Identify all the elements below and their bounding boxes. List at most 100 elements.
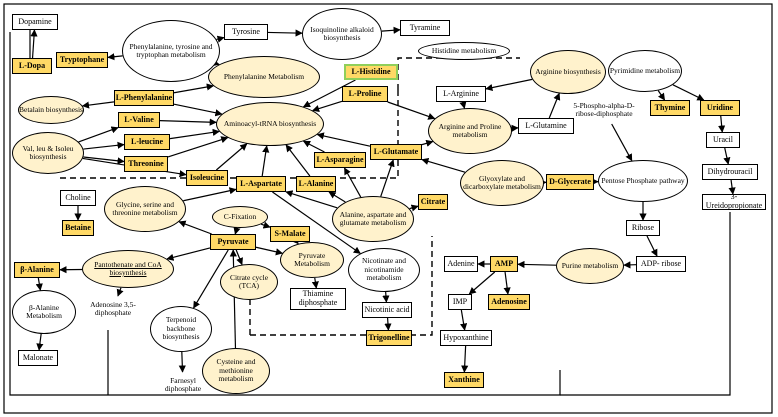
edge-cysteine_met-to-pyruvate bbox=[229, 249, 237, 349]
node-betalain-biosynthesis: Betalain biosynthesis bbox=[18, 96, 84, 124]
node-nicotinic-acid: Nicotinic acid bbox=[362, 302, 412, 318]
node-isoquinoline-biosynthesis: Isoquinoline alkaloid biosynthesis bbox=[302, 8, 382, 60]
node-isoleucine: Isoleucine bbox=[186, 170, 228, 186]
dashed-link-threonine-row bbox=[60, 90, 399, 179]
node-l-arginine: L-Arginine bbox=[436, 86, 486, 102]
edge-pantothenate-to-adenosine_diphosphate bbox=[116, 287, 124, 297]
edge-l_proline-to-aminoacyl bbox=[311, 100, 343, 113]
node-uridine: Uridine bbox=[700, 100, 740, 116]
node-betaine: Betaine bbox=[62, 220, 94, 236]
node-b-alanine-metabolism: β-Alanine Metabolism bbox=[12, 290, 76, 334]
node-l-leucine: L-leucine bbox=[124, 134, 170, 150]
node-l-histidine: L-Histidine bbox=[344, 64, 398, 80]
edge-l_glutamate-to-arg_pro bbox=[421, 139, 434, 147]
edge-pyrimidine-to-uridine bbox=[672, 84, 705, 101]
edge-l_alanine-to-aminoacyl bbox=[285, 144, 311, 177]
node-arginine-biosynthesis: Arginine biosynthesis bbox=[530, 50, 606, 94]
edge-l_proline-to-arg_pro bbox=[387, 101, 436, 120]
node-ala-asp-glu-metabolism: Alanine, aspartate and glutamate metabol… bbox=[332, 196, 414, 242]
diagram-frame bbox=[3, 3, 773, 414]
edge-l_aspartate-to-aminoacyl bbox=[261, 145, 270, 177]
node-amp: AMP bbox=[490, 256, 518, 272]
node-farnesyl-diphosphate: Farnesyl diphosphate bbox=[164, 375, 202, 393]
node-ureidopropionate: 3-Ureidopropionate bbox=[702, 194, 766, 210]
node-pyruvate: Pyruvate bbox=[210, 234, 256, 250]
node-s-malate: S-Malate bbox=[270, 226, 310, 242]
edge-c_fixation-to-pyruvate bbox=[233, 226, 241, 235]
edge-ala_asp_glu-to-l_asparagine bbox=[343, 167, 362, 198]
route-ureido bbox=[560, 212, 731, 396]
edge-l_glutamine-to-arginine_bio bbox=[548, 92, 561, 119]
node-thymine: Thymine bbox=[650, 100, 690, 116]
node-thiamine-diphosphate: Thiamine diphosphate bbox=[290, 288, 346, 310]
edge-l_glutamate-to-aminoacyl bbox=[316, 132, 371, 147]
edge-ala_asp_glu-to-l_alanine bbox=[328, 191, 346, 203]
edge-val_leu-to-threonine bbox=[83, 156, 125, 165]
edge-uracil-to-dihydrouracil bbox=[723, 147, 731, 165]
node-d-glycerate: D-Glycerate bbox=[546, 174, 594, 190]
edge-pyrimidine-to-thymine bbox=[657, 90, 666, 101]
node-l-glutamine: L-Glutamine bbox=[518, 118, 574, 134]
edge-b_alanine_met-to-malonate bbox=[36, 333, 44, 351]
node-l-aspartate: L-Aspartate bbox=[236, 176, 286, 192]
edge-l_asparagine-to-aminoacyl bbox=[302, 140, 325, 153]
node-l-proline: L-Proline bbox=[342, 86, 388, 102]
node-l-alanine: L-Alanine bbox=[296, 176, 336, 192]
node-nicotinate-metabolism: Nicotinate and nicotinamide metabolism bbox=[348, 248, 420, 292]
edge-l_leucine-to-aminoacyl bbox=[169, 128, 220, 140]
node-tyrosine: Tyrosine bbox=[224, 24, 268, 40]
node-c-fixation: C-Fixation bbox=[212, 206, 268, 228]
node-xanthine: Xanthine bbox=[444, 372, 484, 388]
edge-imp-to-hypoxanthine bbox=[460, 309, 468, 331]
node-terpenoid-biosynthesis: Terpenoid backbone biosynthesis bbox=[150, 306, 212, 352]
edge-nicotinate_met-to-nicotinic_acid bbox=[382, 291, 390, 303]
node-b-alanine: β-Alanine bbox=[14, 262, 60, 278]
node-tyramine: Tyramine bbox=[400, 20, 450, 36]
edge-b_alanine-to-b_alanine_met bbox=[35, 277, 43, 291]
node-pyrimidine-metabolism: Pyrimidine metabolism bbox=[608, 50, 682, 92]
node-histidine-metabolism: Histidine metabolism bbox=[418, 42, 510, 60]
node-l-phenylalanine: L-Phenylalanine bbox=[114, 90, 174, 106]
node-pentose-phosphate-pathway: Pentose Phosphate pathway bbox=[598, 160, 688, 202]
node-tryptophane: Tryptophane bbox=[56, 52, 108, 68]
edge-arginine_bio-to-l_arginine bbox=[485, 78, 533, 92]
node-threonine: Threonine bbox=[124, 156, 168, 172]
node-gly-ser-thr-metabolism: Glycine, serine and threonine metabolism bbox=[104, 186, 186, 232]
node-dopamine: Dopamine bbox=[12, 14, 58, 30]
edge-l_phenylalanine-to-betalain bbox=[81, 101, 115, 109]
edge-l_phenylalanine-to-aminoacyl bbox=[173, 103, 223, 117]
node-l-glutamate: L-Glutamate bbox=[370, 144, 422, 160]
node-dihydrouracil: Dihydrouracil bbox=[702, 164, 758, 180]
edge-phospho_ribose-to-pentose bbox=[611, 123, 633, 162]
edge-l_dopa-to-dopamine bbox=[30, 29, 38, 59]
edge-l_histidine-to-aminoacyl bbox=[302, 79, 356, 108]
node-phe-tyr-trp-metabolism: Phenylalanine, tyrosine and tryptophan m… bbox=[122, 20, 220, 82]
node-purine-metabolism: Purine metabolism bbox=[556, 248, 624, 284]
edge-hypoxanthine-to-xanthine bbox=[461, 345, 469, 373]
node-choline: Choline bbox=[60, 190, 96, 206]
edge-dihydrouracil-to-ureidopropionate bbox=[728, 179, 736, 195]
edge-tyrosine-to-isoquinoline bbox=[267, 29, 303, 37]
node-citrate-cycle-tca: Citrate cycle (TCA) bbox=[220, 264, 278, 300]
node-pantothenate-coa-biosynthesis: Pantothenate and CoA biosynthesis bbox=[82, 250, 174, 288]
node-malonate: Malonate bbox=[18, 350, 58, 366]
edge-pyruvate-to-terpenoid bbox=[193, 249, 229, 309]
route-left-border bbox=[9, 270, 561, 396]
node-adenine: Adenine bbox=[444, 256, 478, 272]
node-adenosine-diphosphate: Adenosine 3,5-diphosphate bbox=[90, 299, 136, 317]
edge-val_leu-to-l_valine bbox=[78, 126, 119, 143]
node-imp: IMP bbox=[448, 294, 472, 310]
node-phenylalanine-metabolism: Phenylalanine Metabolism bbox=[208, 56, 320, 98]
edge-isoquinoline-to-tyramine bbox=[381, 26, 401, 34]
edge-c_fixation-to-s_malate bbox=[260, 221, 271, 229]
edge-threonine-to-aminoacyl bbox=[167, 136, 229, 158]
node-ribose: Ribose bbox=[626, 220, 660, 236]
edge-ribose-to-adp_ribose bbox=[646, 235, 658, 257]
edge-purine-to-amp bbox=[517, 260, 557, 269]
edge-pyruvate-to-citrate_cycle bbox=[235, 249, 243, 266]
node-trigonelline: Trigonelline bbox=[366, 330, 412, 346]
node-val-leu-isoleu-biosynthesis: Val, leu & Isoleu biosynthesis bbox=[12, 132, 84, 174]
node-phospho-ribose-diphosphate: 5-Phospho-alpha-D-ribose-diphosphate bbox=[573, 100, 635, 118]
